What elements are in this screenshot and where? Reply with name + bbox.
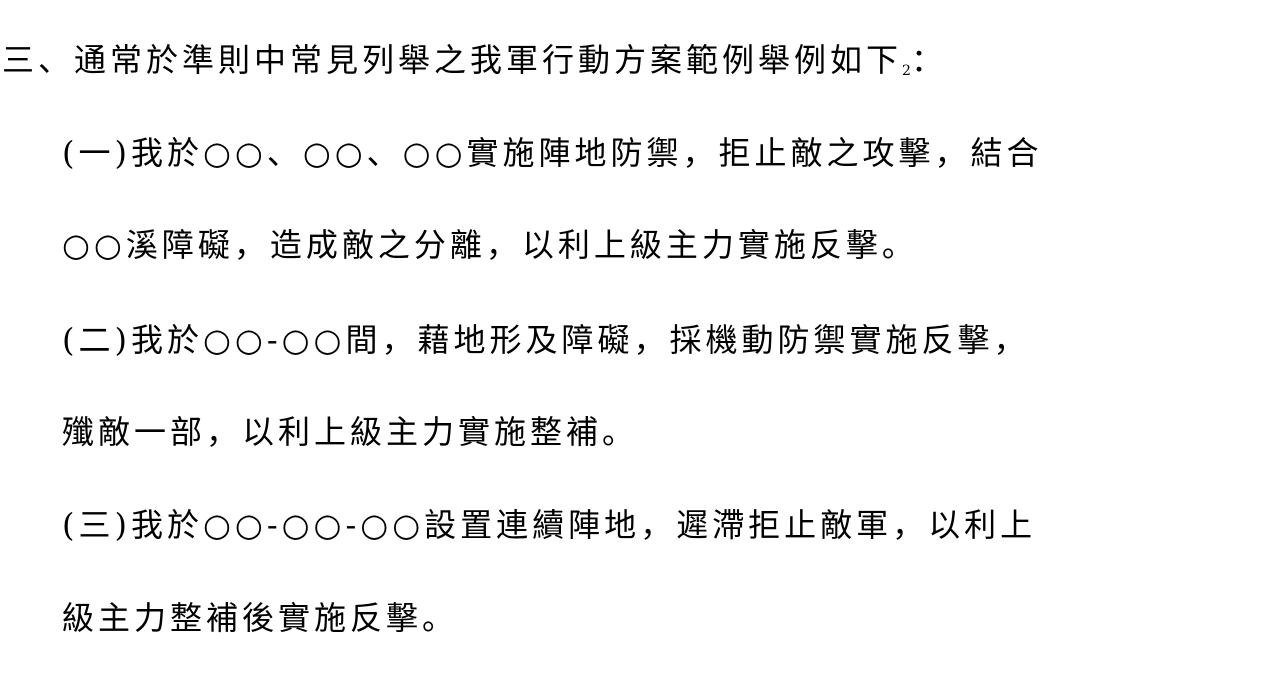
item-2-line-1: (二)我於○○-○○間，藉地形及障礙，採機動防禦實施反擊， [62, 321, 1030, 359]
item-3-line-2: 級主力整補後實施反擊。 [62, 599, 459, 637]
footnote-marker: 2 [902, 63, 911, 79]
item-1-line-2: ○○溪障礙，造成敵之分離，以利上級主力實施反擊。 [62, 226, 918, 264]
item-3-line-1: (三)我於○○-○○-○○設置連續陣地，遲滯拒止敵軍，以利上 [62, 506, 1037, 544]
section-heading: 三、通常於準則中常見列舉之我軍行動方案範例舉例如下2： [2, 40, 947, 91]
item-2-line-2: 殲敵一部，以利上級主力實施整補。 [62, 413, 639, 451]
item-1-line-1: (一)我於○○、○○、○○實施陣地防禦，拒止敵之攻擊，結合 [62, 134, 1043, 172]
heading-text: 三、通常於準則中常見列舉之我軍行動方案範例舉例如下 [2, 41, 903, 79]
heading-colon: ： [910, 41, 947, 79]
